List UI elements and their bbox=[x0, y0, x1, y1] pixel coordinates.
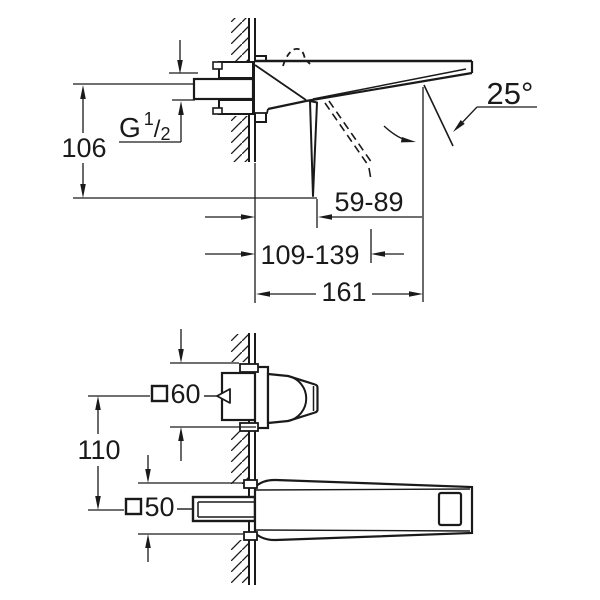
dimension-square-60: 60 bbox=[150, 329, 256, 461]
height-dimension-label: 106 bbox=[61, 133, 106, 163]
spout-escutcheon-size-label: 50 bbox=[145, 492, 175, 522]
handle-escutcheon bbox=[253, 365, 270, 430]
valve-spindle bbox=[216, 388, 231, 404]
dimension-square-50: 50 bbox=[124, 455, 243, 562]
dimension-106: 106 bbox=[61, 83, 317, 199]
dimension-59-89: 59-89 bbox=[205, 187, 422, 220]
handle-valve bbox=[216, 363, 319, 432]
stream-far-dimension-label: 109-139 bbox=[260, 240, 359, 270]
dimension-161: 161 bbox=[256, 277, 423, 307]
spout-profile bbox=[254, 59, 474, 197]
projection-dimension-label: 161 bbox=[321, 277, 366, 307]
stream-near-dimension-label: 59-89 bbox=[334, 187, 403, 217]
aerator-window bbox=[437, 491, 463, 527]
dimension-109-139: 109-139 bbox=[205, 240, 404, 270]
handle-escutcheon-size-label: 60 bbox=[171, 379, 201, 409]
angle-annotation: 25° bbox=[453, 76, 537, 132]
supply-connection bbox=[192, 61, 255, 115]
angle-label: 25° bbox=[487, 76, 534, 111]
square-symbol bbox=[150, 384, 169, 403]
spout-plan bbox=[191, 478, 474, 542]
square-symbol bbox=[124, 497, 143, 516]
spout-front-edge bbox=[309, 100, 318, 197]
water-stream-indicators bbox=[282, 48, 454, 178]
plan-view: 60 110 50 bbox=[77, 329, 474, 585]
extension-lines bbox=[254, 87, 424, 303]
handle-knob bbox=[266, 372, 319, 425]
centers-dimension-label: 110 bbox=[77, 435, 120, 465]
dimension-110: 110 bbox=[77, 395, 150, 511]
wall-section bbox=[231, 18, 256, 162]
